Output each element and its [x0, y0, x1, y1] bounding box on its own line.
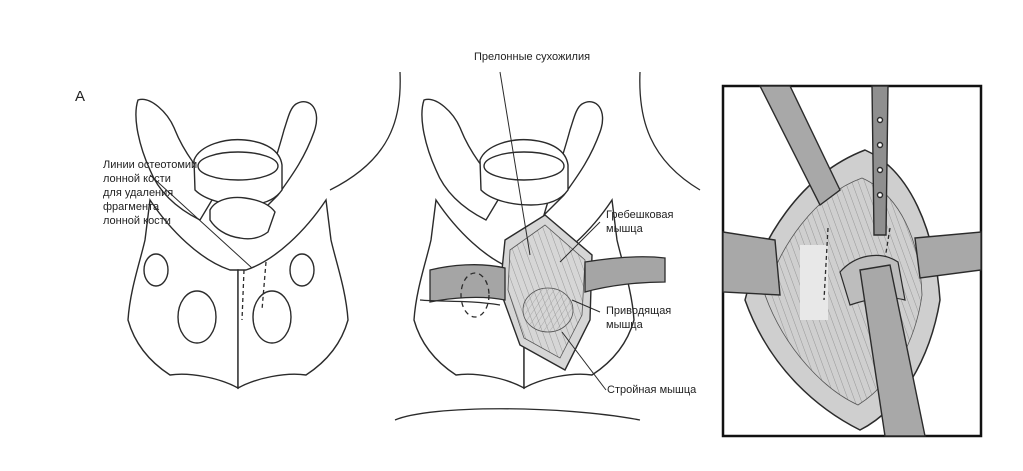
- adductor-label: Приводящая мышца: [606, 304, 671, 332]
- middle-body-outline: [329, 71, 701, 421]
- osteotomy-leader-line: [149, 174, 253, 269]
- middle-leader-lines: [499, 71, 607, 391]
- osteotomy-label-line: Линии остеотомии: [103, 159, 198, 171]
- adductor-label-line: Приводящая: [606, 305, 672, 317]
- pectineus-label-line: Гребешковая: [606, 209, 674, 221]
- prepubic-tendon-label: Прелонные сухожилия: [474, 51, 591, 63]
- inset-retractors: [722, 85, 982, 437]
- middle-retractors: [419, 256, 666, 318]
- pectineus-label: Гребешковая мышца: [606, 208, 673, 236]
- panel-letter: А: [75, 88, 86, 105]
- osteotomy-label-line: для удаления: [103, 187, 174, 199]
- osteotomy-label-line: фрагмента: [103, 201, 160, 213]
- left-pelvis-illustration: [127, 98, 349, 390]
- gracilis-label: Стройная мышца: [607, 384, 697, 396]
- pectineus-label-line: мышца: [606, 223, 643, 235]
- osteotomy-label-line: лонной кости: [103, 215, 171, 227]
- osteotomy-label-line: лонной кости: [103, 173, 171, 185]
- osteotomy-label: Линии остеотомии лонной кости для удален…: [103, 158, 197, 228]
- osteotomy-lines: [241, 261, 267, 321]
- adductor-label-line: мышца: [606, 319, 643, 331]
